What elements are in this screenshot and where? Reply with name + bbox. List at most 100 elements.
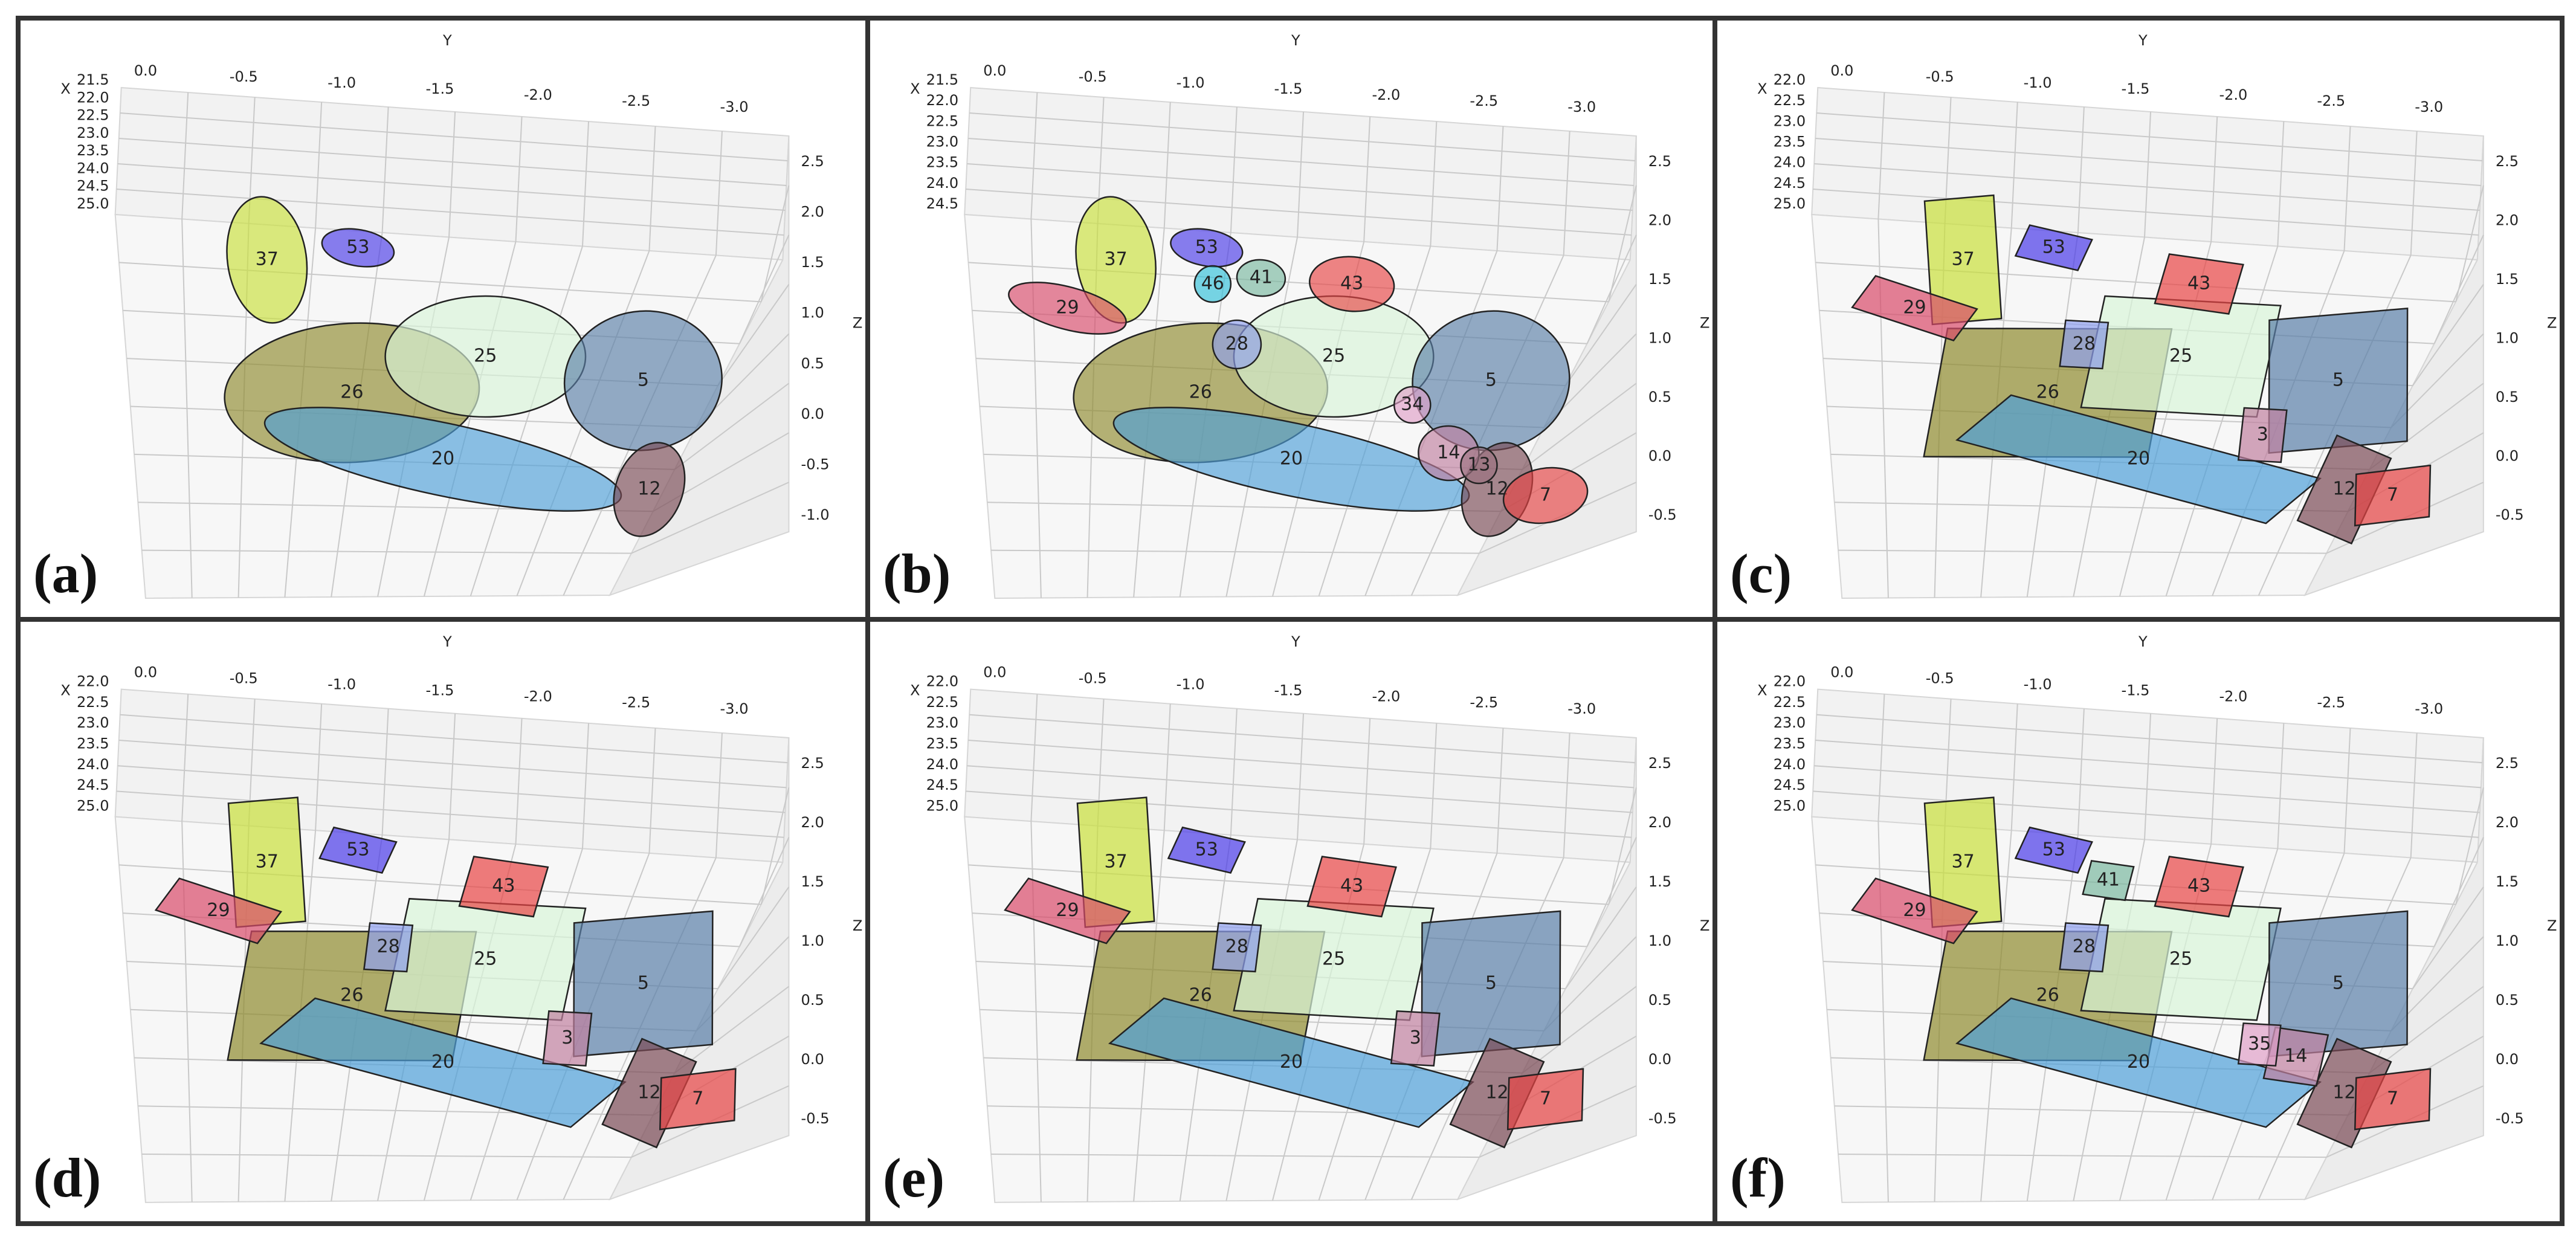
y-tick-label: -2.5 bbox=[622, 92, 650, 109]
x-axis-letter: X bbox=[60, 682, 71, 699]
plate-label-26: 26 bbox=[340, 985, 363, 1006]
x-tick-label: 24.5 bbox=[77, 776, 109, 793]
z-tick-label: 1.5 bbox=[2496, 271, 2519, 288]
plate-label-7: 7 bbox=[2387, 485, 2398, 506]
plate-label-29: 29 bbox=[1903, 297, 1926, 318]
z-tick-label: -0.5 bbox=[2496, 1110, 2524, 1127]
y-axis-letter: Y bbox=[1291, 633, 1300, 650]
plate-20 bbox=[1108, 997, 1475, 1128]
x-tick-label: 24.5 bbox=[1774, 175, 1806, 192]
plate-3 bbox=[542, 1010, 593, 1067]
plate-label-26: 26 bbox=[340, 382, 363, 403]
x-tick-label: 21.5 bbox=[926, 71, 958, 88]
y-tick-label: -0.5 bbox=[1926, 68, 1954, 85]
y-tick-label: -1.5 bbox=[2122, 682, 2150, 699]
y-tick-label: -1.0 bbox=[1177, 74, 1205, 91]
y-tick-label: -1.0 bbox=[2024, 74, 2052, 91]
plate-label-53: 53 bbox=[346, 839, 369, 860]
z-tick-label: 2.0 bbox=[801, 814, 824, 831]
y-axis-letter: Y bbox=[442, 633, 452, 650]
z-tick-label: -0.5 bbox=[1648, 506, 1677, 523]
plate-label-29: 29 bbox=[1056, 297, 1079, 318]
x-tick-label: 24.0 bbox=[926, 756, 958, 773]
plate-label-53: 53 bbox=[2042, 839, 2065, 860]
plate-label-14: 14 bbox=[1437, 442, 1460, 463]
y-tick-label: -0.5 bbox=[1079, 670, 1107, 686]
x-tick-label: 23.5 bbox=[1774, 134, 1806, 150]
y-tick-label: 0.0 bbox=[134, 62, 157, 79]
plate-label-37: 37 bbox=[1104, 249, 1127, 270]
panel-d: 0.0-0.5-1.0-1.5-2.0-2.5-3.0Y22.022.523.0… bbox=[16, 617, 870, 1226]
plate-label-7: 7 bbox=[1540, 485, 1551, 506]
plate-43 bbox=[1308, 256, 1395, 312]
plate-12 bbox=[613, 442, 686, 537]
y-tick-label: -3.0 bbox=[2415, 98, 2443, 115]
plate-label-25: 25 bbox=[474, 948, 497, 969]
panel-label: (c) bbox=[1730, 543, 1792, 604]
y-tick-label: -2.0 bbox=[2219, 688, 2247, 705]
x-tick-label: 22.5 bbox=[77, 107, 109, 124]
z-tick-label: 1.5 bbox=[801, 873, 824, 890]
plate-label-29: 29 bbox=[207, 900, 230, 921]
plate-label-28: 28 bbox=[1225, 334, 1248, 355]
plate-20 bbox=[1955, 394, 2322, 525]
plate-label-7: 7 bbox=[2387, 1088, 2398, 1109]
x-tick-label: 22.5 bbox=[926, 694, 958, 711]
x-tick-label: 25.0 bbox=[1774, 798, 1806, 815]
plate-7 bbox=[2354, 1068, 2432, 1131]
y-tick-label: -2.0 bbox=[1372, 688, 1400, 705]
x-tick-label: 22.0 bbox=[926, 92, 958, 109]
panel-label: (d) bbox=[33, 1147, 101, 1209]
plate-5 bbox=[2268, 910, 2409, 1057]
plate-label-43: 43 bbox=[492, 876, 515, 897]
plate-37 bbox=[1923, 194, 2003, 326]
plate-53 bbox=[2014, 826, 2093, 874]
plate-20 bbox=[259, 997, 627, 1128]
y-tick-label: -0.5 bbox=[230, 670, 258, 687]
plate-28 bbox=[2059, 319, 2110, 370]
plate-label-12: 12 bbox=[2332, 479, 2355, 500]
plate-label-25: 25 bbox=[474, 346, 497, 367]
z-tick-label: -0.5 bbox=[801, 1110, 830, 1127]
z-tick-label: 2.5 bbox=[1648, 153, 1671, 170]
plate-label-7: 7 bbox=[1540, 1088, 1551, 1109]
y-tick-label: -2.0 bbox=[2219, 86, 2247, 103]
plate-label-25: 25 bbox=[1322, 948, 1345, 969]
plate-label-28: 28 bbox=[376, 936, 399, 957]
z-tick-label: 0.0 bbox=[801, 405, 824, 422]
plate-label-12: 12 bbox=[1485, 1082, 1508, 1103]
z-tick-label: 0.5 bbox=[801, 992, 824, 1009]
z-tick-label: 0.5 bbox=[1648, 389, 1671, 405]
plate-37 bbox=[1923, 796, 2003, 928]
y-tick-label: -3.0 bbox=[1567, 98, 1596, 115]
x-tick-label: 23.5 bbox=[926, 735, 958, 752]
panel-label: (f) bbox=[1730, 1147, 1786, 1209]
z-tick-label: 1.0 bbox=[801, 932, 824, 949]
plate-label-35: 35 bbox=[2248, 1033, 2271, 1054]
y-tick-label: -1.0 bbox=[2024, 676, 2052, 693]
plate-46 bbox=[1193, 265, 1232, 303]
panel-b: 0.0-0.5-1.0-1.5-2.0-2.5-3.0Y21.522.022.5… bbox=[865, 16, 1717, 622]
plate-label-37: 37 bbox=[256, 851, 279, 873]
z-tick-label: 2.5 bbox=[2496, 153, 2519, 170]
x-tick-label: 23.0 bbox=[926, 134, 958, 150]
z-tick-label: 1.5 bbox=[1648, 873, 1671, 890]
x-tick-label: 23.0 bbox=[926, 714, 958, 731]
z-axis-letter: Z bbox=[853, 917, 863, 934]
axes-3d: 0.0-0.5-1.0-1.5-2.0-2.5-3.0Y22.022.523.0… bbox=[1757, 32, 2557, 599]
x-tick-label: 23.5 bbox=[1774, 735, 1806, 752]
plate-43 bbox=[2154, 253, 2244, 315]
plate-29 bbox=[1008, 282, 1127, 335]
y-tick-label: -2.0 bbox=[1372, 86, 1400, 103]
panel-c: 0.0-0.5-1.0-1.5-2.0-2.5-3.0Y22.022.523.0… bbox=[1712, 16, 2565, 622]
z-tick-label: 2.0 bbox=[2496, 814, 2519, 831]
plate-43 bbox=[458, 856, 549, 918]
y-tick-label: -1.5 bbox=[1274, 682, 1303, 699]
x-axis-letter: X bbox=[1757, 80, 1767, 97]
plate-label-53: 53 bbox=[2042, 237, 2065, 258]
z-tick-label: 1.0 bbox=[2496, 330, 2519, 347]
plate-28 bbox=[1212, 922, 1262, 973]
z-tick-label: 0.5 bbox=[2496, 389, 2519, 405]
z-tick-label: 0.5 bbox=[1648, 992, 1671, 1009]
z-tick-label: 1.5 bbox=[2496, 873, 2519, 890]
